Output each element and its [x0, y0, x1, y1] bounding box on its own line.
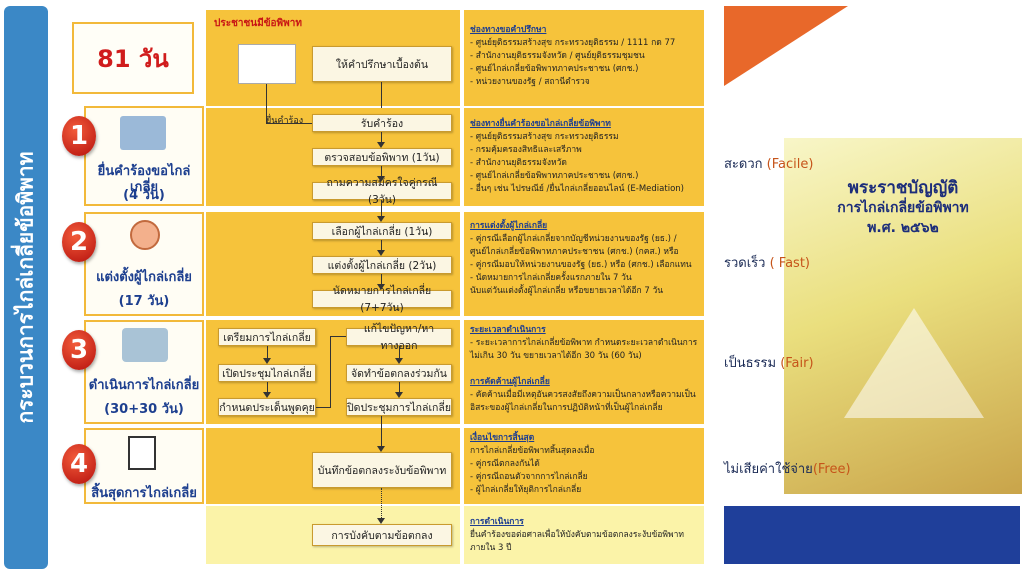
info-period: ระยะเวลาดำเนินการ - ระยะเวลาการไกล่เกลี่…: [470, 325, 698, 361]
node-receive: รับคำร้อง: [312, 114, 452, 132]
connector: [381, 82, 382, 108]
arrow: [395, 392, 403, 398]
arrow: [263, 358, 271, 364]
arrow: [377, 518, 385, 524]
node-consent: ถามความสมัครใจคู่กรณี (3วัน): [312, 177, 452, 206]
arrow: [377, 216, 385, 222]
computer-icon: [120, 116, 166, 150]
benefit-free: ไม่เสียค่าใช้จ่าย(Free): [724, 462, 851, 477]
step4-box: สิ้นสุดการไกล่เกลี่ย: [84, 428, 204, 504]
node-prepare: เตรียมการไกล่เกลี่ย: [218, 328, 316, 346]
connector: [381, 166, 382, 178]
side-title: กระบวนการไกล่เกลี่ยข้อพิพาท: [13, 151, 38, 424]
node-record: บันทึกข้อตกลงระงับข้อพิพาท: [312, 452, 452, 488]
blue-band: [724, 506, 1020, 564]
connector: [267, 382, 268, 394]
step2-badge: 2: [62, 222, 96, 262]
node-select: เลือกผู้ไกล่เกลี่ย (1วัน): [312, 222, 452, 240]
info-consult: ช่องทางขอคำปรึกษา - ศูนย์ยุติธรรมสร้างสุ…: [470, 25, 676, 87]
connector: [381, 416, 382, 448]
step2-days: (17 วัน): [118, 294, 170, 309]
origami-bird: [844, 308, 984, 418]
cell-step1-info: [464, 108, 704, 206]
cell-consult-info: [464, 10, 704, 106]
connector: [316, 407, 331, 408]
step3-label: ดำเนินการไกล่เกลี่ย: [88, 378, 200, 393]
node-topics: กำหนดประเด็นพูดคุย: [218, 398, 316, 416]
node-agreement: จัดทำข้อตกลงร่วมกัน: [346, 364, 452, 382]
cell-step2-info: [464, 212, 704, 316]
node-close: ปิดประชุมการไกล่เกลี่ย: [346, 398, 452, 416]
cover-line3: พ.ศ. ๒๕๖๒: [867, 220, 939, 236]
cover-line1: พระราชบัญญัติ: [847, 178, 959, 198]
benefit-facile: สะดวก (Facile): [724, 157, 814, 172]
node-schedule: นัดหมายการไกล่เกลี่ย (7+7วัน): [312, 285, 452, 314]
step1-days: (4 วัน): [123, 188, 165, 203]
info-appoint: การแต่งตั้งผู้ไกล่เกลี่ย - คู่กรณีเลือกผ…: [470, 221, 692, 296]
info-end: เงื่อนไขการสิ้นสุด การไกล่เกลี่ยข้อพิพาท…: [470, 433, 595, 495]
orange-triangle: [724, 6, 848, 86]
cell-enforce-info: [464, 506, 704, 564]
step3-badge: 3: [62, 330, 96, 370]
step3-box: ดำเนินการไกล่เกลี่ย (30+30 วัน): [84, 320, 204, 424]
benefit-fast: รวดเร็ว ( Fast): [724, 256, 810, 271]
connector: [399, 346, 400, 360]
arrow: [395, 358, 403, 364]
step4-badge: 4: [62, 444, 96, 484]
total-days: 81 วัน: [72, 22, 194, 94]
connector: [266, 123, 312, 124]
arrow: [377, 142, 385, 148]
act-cover: พระราชบัญญัติ การไกล่เกลี่ยข้อพิพาท พ.ศ.…: [784, 138, 1022, 494]
connector: [266, 84, 267, 124]
node-appoint: แต่งตั้งผู้ไกล่เกลี่ย (2วัน): [312, 256, 452, 274]
connector: [381, 200, 382, 218]
cell-step4-info: [464, 428, 704, 504]
arrow: [377, 446, 385, 452]
step4-label: สิ้นสุดการไกล่เกลี่ย: [91, 486, 197, 501]
arrow: [263, 392, 271, 398]
step1-label: ยื่นคำร้องขอไกล่เกลี่ย: [97, 164, 191, 195]
node-advice: ให้คำปรึกษาเบื้องต้น: [312, 46, 452, 82]
node-enforce: การบังคับตามข้อตกลง: [312, 524, 452, 546]
people-image: [238, 44, 296, 84]
person-icon: [130, 220, 160, 250]
info-submit: ช่องทางยื่นคำร้องขอไกล่เกลี่ยข้อพิพาท - …: [470, 119, 684, 194]
node-open: เปิดประชุมไกล่เกลี่ย: [218, 364, 316, 382]
benefit-fair: เป็นธรรม (Fair): [724, 356, 814, 371]
cover-line2: การไกล่เกลี่ยข้อพิพาท: [837, 200, 969, 216]
connector: [399, 382, 400, 394]
step3-days: (30+30 วัน): [104, 402, 184, 417]
connector: [381, 132, 382, 144]
step1-box: ยื่นคำร้องขอไกล่เกลี่ย (4 วัน): [84, 106, 204, 206]
meeting-icon: [122, 328, 168, 362]
submit-tag: ยื่นคำร้อง: [266, 116, 304, 126]
arrow: [377, 284, 385, 290]
connector: [381, 274, 382, 286]
step2-box: แต่งตั้งผู้ไกล่เกลี่ย (17 วัน): [84, 212, 204, 316]
cell-step3-info: [464, 320, 704, 424]
connector-dotted: [381, 488, 382, 518]
connector: [381, 240, 382, 252]
arrow: [377, 176, 385, 182]
info-objection: การคัดค้านผู้ไกล่เกลี่ย - คัดค้านเมื่อมี…: [470, 377, 696, 413]
node-check: ตรวจสอบข้อพิพาท (1วัน): [312, 148, 452, 166]
arrow: [377, 250, 385, 256]
info-enforce: การดำเนินการ ยื่นคำร้องขอต่อศาลเพื่อให้บ…: [470, 517, 684, 553]
step1-badge: 1: [62, 116, 96, 156]
step2-label: แต่งตั้งผู้ไกล่เกลี่ย: [96, 270, 192, 285]
connector: [330, 336, 346, 337]
connector: [330, 336, 331, 408]
checklist-icon: [128, 436, 156, 470]
connector: [267, 346, 268, 360]
side-bar: [4, 6, 48, 569]
flow-top-label: ประชาชนมีข้อพิพาท: [214, 18, 302, 29]
node-solve: แก้ไขปัญหา/หาทางออก: [346, 323, 452, 352]
